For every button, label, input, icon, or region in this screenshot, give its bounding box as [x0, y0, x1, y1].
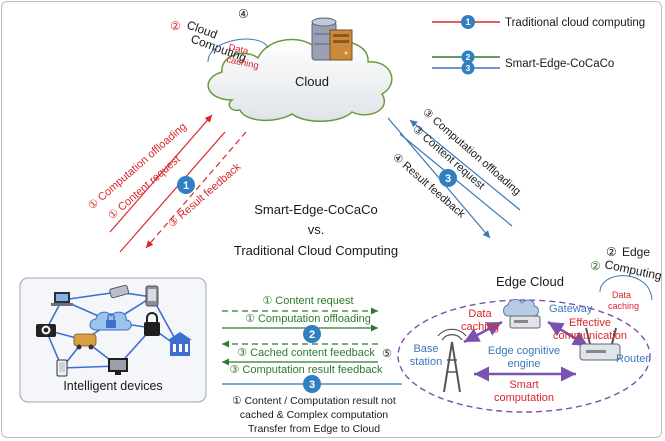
- smart-path: ③ Computation offloading ③ Content reque…: [387, 106, 523, 239]
- smart-badge-text: 3: [445, 173, 451, 185]
- legend-traditional-label: Traditional cloud computing: [505, 17, 645, 29]
- edge-badge-2: [303, 325, 321, 343]
- edge-data-caching-label-1: Data: [468, 308, 492, 320]
- edge-data-caching-label-2: caching: [461, 321, 499, 333]
- devices-label: Intelligent devices: [63, 379, 162, 393]
- smart-badge: [439, 169, 457, 187]
- legend: 1 Traditional cloud computing 2 3 Smart-…: [432, 15, 645, 75]
- trad-up-arrow-1: [109, 114, 213, 233]
- smart-computation-1: Smart: [509, 379, 538, 391]
- edge-data-caching-1: Data: [612, 290, 631, 300]
- edge-cloud: Edge Cloud ② Edge ② Computing Data cachi…: [397, 245, 663, 413]
- cloud-caching-marker: ④: [238, 7, 249, 21]
- edge-computing-label-1: Edge: [622, 245, 650, 259]
- usb-drive-icon: [109, 284, 129, 299]
- cloud-data-caching-1: Data: [227, 42, 250, 57]
- legend-badge-2-text: 2: [466, 52, 471, 62]
- traditional-path: ① Computation offloading ① Content reque…: [86, 114, 247, 253]
- trad-up-line-2: [119, 131, 226, 253]
- lock-device-icon: [144, 312, 160, 336]
- edge-computing-marker-2: ②: [590, 259, 601, 273]
- legend-badge-3: [461, 61, 475, 75]
- lock-icon: [106, 313, 116, 328]
- edge-cloud-title: Edge Cloud: [496, 274, 564, 289]
- edge-computing-marker-1: ②: [606, 245, 617, 259]
- edge-cognitive-engine-1: Edge cognitive: [488, 345, 560, 357]
- monitor-icon: [108, 358, 128, 375]
- camera-icon: [36, 324, 56, 337]
- edge-transfer-note-2: cached & Complex computation: [240, 409, 388, 421]
- trad-badge-text: 1: [183, 180, 189, 192]
- arrow-base-gateway: [463, 320, 503, 344]
- trad-badge: [177, 176, 195, 194]
- base-station-label-1: Base: [413, 343, 438, 355]
- edge-badge-2-text: 2: [309, 329, 315, 341]
- center-title-line3: Traditional Cloud Computing: [234, 243, 398, 258]
- edge-badge-3: [303, 375, 321, 393]
- central-cloud: Cloud ② Cloud Computing ④ Data caching: [170, 7, 393, 122]
- base-station-label-2: station: [410, 356, 442, 368]
- router-label: Router: [616, 353, 649, 365]
- edge-cognitive-engine-2: engine: [507, 358, 540, 370]
- toy-car-icon: [73, 333, 97, 350]
- edge-links: ① Content request ① Computation offloadi…: [222, 295, 402, 435]
- cloud-title: Cloud: [295, 74, 329, 89]
- cloud-caching-arc: [207, 38, 269, 63]
- effective-communication-1: Effective: [569, 317, 611, 329]
- legend-badge-3-text: 3: [466, 63, 471, 73]
- smart-computation-2: computation: [494, 392, 554, 404]
- gateway-icon: [503, 299, 541, 329]
- legend-smart-label: Smart-Edge-CoCaCo: [505, 58, 614, 70]
- edge-link-result-feedback-label: ③ Computation result feedback: [230, 364, 383, 376]
- router-icon: [579, 327, 621, 361]
- legend-badge-1-text: 1: [465, 17, 470, 27]
- edge-data-caching-2: caching: [608, 301, 639, 311]
- edge-computing-label-2: Computing: [603, 257, 663, 283]
- edge-badge-3-text: 3: [309, 379, 315, 391]
- edge-link-content-request-label: ① Content request: [262, 295, 353, 307]
- trad-label-feedback: ③ Result feedback: [166, 161, 244, 231]
- arrow-gateway-router: [547, 320, 589, 348]
- edge-caching-arc: [599, 275, 653, 301]
- building-icon: [168, 332, 192, 356]
- phone-icon: [145, 285, 159, 307]
- center-title-line2: vs.: [308, 222, 325, 237]
- edge-link-offloading-label: ① Computation offloading: [245, 313, 371, 325]
- edge-transfer-note-1: ① Content / Computation result not: [232, 395, 396, 407]
- smart-up-arrow: [409, 119, 521, 211]
- server-icon: [311, 17, 353, 61]
- trad-down-arrow: [145, 131, 247, 249]
- legend-badge-1: [461, 15, 475, 29]
- laptop-icon: [51, 292, 73, 306]
- legend-badge-2: [461, 50, 475, 64]
- devices-panel: Intelligent devices: [19, 277, 207, 403]
- center-title-line1: Smart-Edge-CoCaCo: [254, 202, 378, 217]
- edge-cloud-boundary: [397, 299, 651, 413]
- mobile-small-icon: [56, 359, 68, 377]
- cloud-computing-marker: ②: [170, 19, 181, 33]
- edge-link-cached-feedback-marker: ⑤: [382, 348, 392, 360]
- effective-communication-2: communication: [553, 330, 627, 342]
- edge-link-cached-feedback-label: ③ Cached content feedback: [237, 347, 375, 359]
- base-station-icon: [437, 328, 467, 393]
- gateway-label: Gateway: [549, 303, 593, 315]
- center-title: Smart-Edge-CoCaCo vs. Traditional Cloud …: [234, 202, 398, 258]
- edge-transfer-note-3: Transfer from Edge to Cloud: [248, 423, 380, 435]
